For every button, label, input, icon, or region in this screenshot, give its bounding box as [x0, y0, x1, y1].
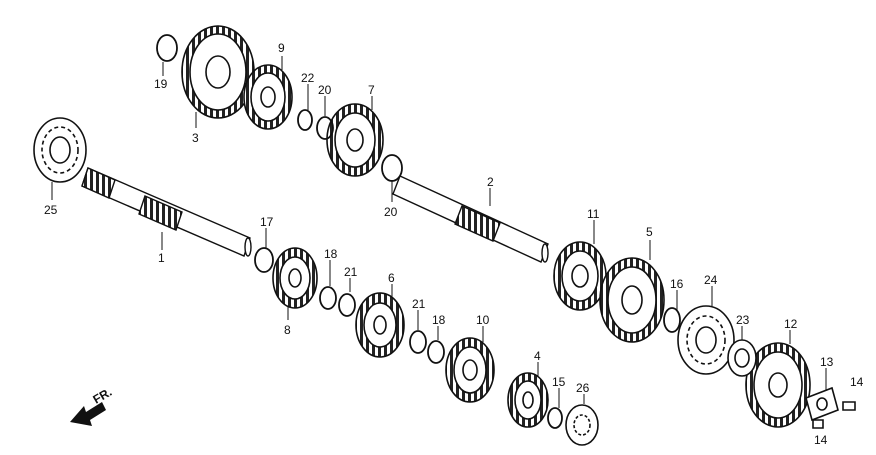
- callout-6: 6: [388, 271, 395, 285]
- gear-7: [327, 104, 383, 176]
- bearing-23: [728, 340, 756, 376]
- callout-22: 22: [301, 71, 315, 85]
- washer-17: [255, 248, 273, 272]
- callout-15: 15: [552, 375, 566, 389]
- callout-16: 16: [670, 277, 684, 291]
- washer-22: [298, 110, 312, 130]
- callout-10: 10: [476, 313, 490, 327]
- washer-16: [664, 308, 680, 332]
- gear-4: [508, 373, 548, 427]
- callout-13: 13: [820, 355, 834, 369]
- gear-11: [554, 242, 606, 310]
- washer-20b: [382, 155, 402, 181]
- callout-20a: 20: [318, 83, 332, 97]
- mainshaft: [82, 168, 251, 256]
- countershaft: [393, 176, 548, 262]
- callout-20b: 20: [384, 205, 398, 219]
- bearing-26: [566, 405, 598, 445]
- callout-26: 26: [576, 381, 590, 395]
- callout-4: 4: [534, 349, 541, 363]
- washer-21b: [410, 331, 426, 353]
- gear-8: [273, 248, 317, 308]
- callout-7: 7: [368, 83, 375, 97]
- callout-11: 11: [587, 207, 600, 221]
- callout-24: 24: [704, 273, 718, 287]
- callout-9: 9: [278, 41, 285, 55]
- callout-5: 5: [646, 225, 653, 239]
- callout-8: 8: [284, 323, 291, 337]
- lock-plate-13: [806, 388, 838, 420]
- gear-6: [356, 293, 404, 357]
- washer-19: [157, 35, 177, 61]
- callout-18b: 18: [432, 313, 446, 327]
- callout-18a: 18: [324, 247, 338, 261]
- gear-5: [600, 258, 664, 342]
- callout-25: 25: [44, 203, 58, 217]
- leader-lines: [51, 56, 827, 408]
- callout-2: 2: [487, 175, 494, 189]
- callout-17: 17: [260, 215, 274, 229]
- callout-12: 12: [784, 317, 798, 331]
- gear-10: [446, 338, 494, 402]
- bearing-24: [678, 306, 734, 374]
- gear-3: [182, 26, 254, 118]
- bearing-25: [34, 118, 86, 182]
- direction-label: FR.: [91, 385, 115, 407]
- sprocket-12: [746, 343, 810, 427]
- washers-and-clips: [157, 35, 680, 428]
- front-direction-arrow-icon: [70, 402, 106, 426]
- washer-21a: [339, 294, 355, 316]
- washer-18b: [428, 341, 444, 363]
- washer-18a: [320, 287, 336, 309]
- callout-21a: 21: [344, 265, 358, 279]
- washer-15: [548, 408, 562, 428]
- callout-14b: 14: [814, 433, 828, 447]
- callout-1: 1: [158, 251, 165, 265]
- bolts-14: [813, 402, 855, 428]
- callout-19: 19: [154, 77, 168, 91]
- gear-9: [244, 65, 292, 129]
- callout-numbers: 1 2 3 4 5 6 7 8 9 10 11 12 13 14 14 15 1…: [44, 41, 864, 447]
- washer-20a: [317, 117, 333, 139]
- callout-14a: 14: [850, 375, 864, 389]
- callout-3: 3: [192, 131, 199, 145]
- callout-23: 23: [736, 313, 750, 327]
- callout-21b: 21: [412, 297, 426, 311]
